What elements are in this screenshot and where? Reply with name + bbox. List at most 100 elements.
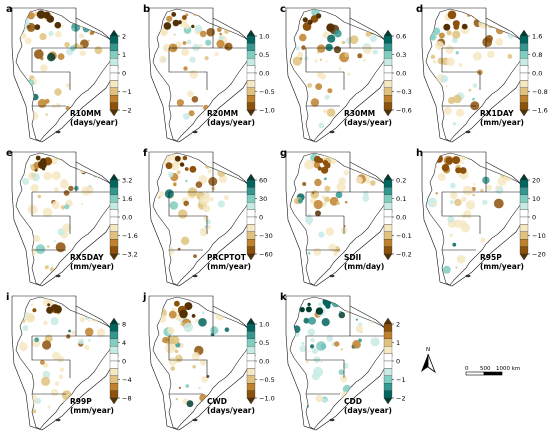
trend-cell [34, 168, 38, 172]
trend-cell [297, 198, 303, 204]
trend-cell [437, 57, 445, 65]
trend-cell [170, 162, 179, 171]
scale-bar-segment [465, 371, 485, 376]
trend-cell [308, 317, 316, 325]
trend-cell [445, 157, 453, 165]
colorbar-tick-label: 0 [122, 69, 126, 77]
trend-cell [363, 58, 366, 62]
trend-cell [321, 201, 327, 207]
colorbar-top-arrow [246, 317, 256, 325]
colorbar-tick-label: −3.2 [122, 250, 138, 258]
trend-cell [204, 56, 209, 61]
trend-cell [355, 176, 363, 184]
region-box-outline [421, 151, 529, 287]
colorbar-tick-label: 1.0 [259, 320, 269, 328]
trend-cell [199, 195, 210, 205]
panel-letter: g [280, 148, 287, 159]
panel-letter: k [280, 292, 287, 303]
trend-cell [55, 103, 61, 108]
trend-cell [169, 201, 179, 210]
colorbar-segment [109, 43, 119, 51]
trend-cell [186, 39, 192, 45]
colorbar-segment [109, 246, 119, 255]
trend-cell [343, 170, 349, 176]
colorbar-segment [246, 102, 256, 111]
colorbar-segment [246, 360, 256, 369]
trend-cell [432, 27, 441, 36]
trend-cell [455, 266, 458, 269]
trend-cell [173, 33, 176, 36]
trend-cell [333, 251, 338, 257]
trend-cell [506, 17, 512, 23]
panel-letter: j [142, 292, 146, 303]
colorbar-segment [519, 58, 529, 66]
trend-cell [27, 12, 35, 20]
trend-cell [82, 25, 90, 33]
trend-cell [495, 185, 500, 190]
trend-cell [302, 182, 307, 186]
index-label: CDD [344, 397, 362, 406]
trend-cell [199, 227, 208, 237]
trend-cell [57, 355, 64, 363]
trend-cell [223, 195, 229, 201]
sub-region-lines [31, 18, 110, 107]
colorbar-segment [383, 239, 393, 247]
index-label: (mm/year) [207, 262, 251, 271]
trend-cell [189, 165, 197, 173]
colorbar-segment [519, 80, 529, 88]
trend-cell [450, 191, 458, 200]
trend-cell [87, 39, 90, 43]
panel-letter: d [416, 4, 423, 15]
trend-cell [326, 108, 336, 117]
trend-cell [372, 49, 378, 55]
trend-cell [233, 302, 241, 310]
trend-cell [333, 46, 341, 54]
trend-field [157, 297, 244, 413]
colorbar-segment [519, 202, 529, 210]
trend-cell [318, 122, 325, 129]
trend-cell [321, 195, 325, 199]
trend-cell [357, 53, 363, 59]
trend-cell [68, 329, 71, 333]
trend-cell [39, 33, 47, 41]
trend-cell [70, 303, 74, 307]
trend-cell [32, 409, 37, 414]
colorbar-segment [383, 35, 393, 44]
trend-cell [196, 350, 200, 353]
trend-cell [21, 15, 24, 18]
colorbar-segment [519, 187, 529, 195]
trend-cell [326, 335, 333, 342]
trend-cell [158, 314, 167, 323]
colorbar-segment [109, 72, 119, 81]
trend-cell [363, 45, 372, 55]
islands [55, 274, 61, 278]
colorbar-segment [109, 35, 119, 44]
colorbar-tick-label: 2 [122, 32, 126, 40]
colorbar-bottom-arrow [109, 397, 119, 405]
trend-cell [187, 204, 190, 207]
trend-cell [338, 369, 345, 375]
colorbar-segment [109, 360, 119, 369]
islands [329, 418, 335, 422]
trend-cell [40, 158, 47, 165]
trend-cell [455, 51, 459, 55]
colorbar-segment [109, 375, 119, 384]
colorbar-tick-label: 8 [122, 320, 126, 328]
trend-cell [338, 67, 342, 71]
trend-cell [440, 75, 449, 83]
trend-cell [326, 60, 329, 63]
colorbar-tick-label: −20 [532, 250, 546, 258]
colorbar-tick-label: 0 [532, 213, 536, 221]
islands [55, 418, 61, 422]
colorbar-segment [383, 375, 393, 384]
trend-cell [304, 56, 309, 61]
trend-cell [187, 90, 194, 98]
trend-cell [194, 24, 203, 33]
trend-cell [42, 370, 51, 379]
trend-cell [66, 334, 71, 339]
trend-cell [307, 19, 313, 25]
colorbar-segment [519, 216, 529, 225]
trend-cell [329, 196, 339, 206]
trend-cell [455, 167, 462, 174]
